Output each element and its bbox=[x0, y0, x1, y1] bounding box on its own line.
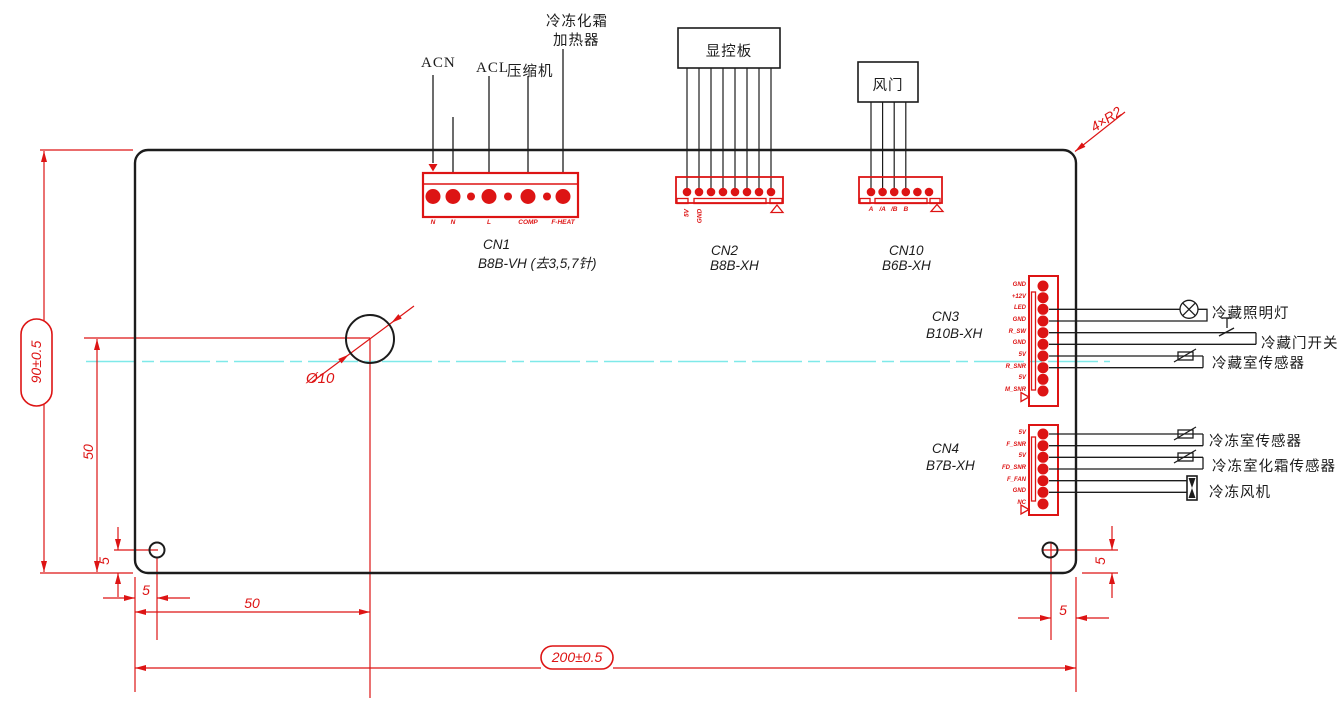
cn4-pin-label: F_FAN bbox=[1006, 476, 1026, 483]
cn1-pin-label: N bbox=[430, 219, 436, 226]
cn3-ref: CN3 bbox=[932, 309, 960, 324]
dimension-capsules bbox=[20, 318, 614, 670]
damper-box bbox=[857, 61, 919, 103]
cn10-key-mark bbox=[929, 203, 945, 213]
cn1-connector bbox=[421, 164, 580, 219]
cn3-pin-label: GND bbox=[1012, 340, 1026, 347]
cn2-part: B8B-XH bbox=[710, 258, 759, 273]
cn3-pin-label: GND bbox=[1012, 317, 1026, 323]
cn3-part: B10B-XH bbox=[926, 326, 983, 341]
cn3-pin-label: 5V bbox=[1018, 375, 1026, 382]
cn4-part: B7B-XH bbox=[926, 458, 975, 473]
cn10-ref: CN10 bbox=[889, 243, 924, 258]
cn4-wiring bbox=[1049, 426, 1204, 501]
freezer-fan-label: 冷冻风机 bbox=[1209, 485, 1271, 501]
cn10-pin-label: A bbox=[868, 206, 874, 213]
board-outline bbox=[133, 148, 1078, 575]
cn10-pin-label: /A bbox=[879, 206, 886, 213]
dim-hole-offset-x: 50 bbox=[244, 595, 260, 611]
cn3-pin-label: R_SW bbox=[1008, 328, 1026, 335]
cn3-pin-label: R_SNR bbox=[1005, 363, 1026, 370]
label-defrost-heater-line1: 冷冻化霜 bbox=[546, 14, 608, 30]
cn2-ref: CN2 bbox=[711, 243, 739, 258]
cn10-connector bbox=[858, 176, 945, 213]
cn4-pin-label: 5V bbox=[1018, 453, 1026, 460]
cn4-pin-label: GND bbox=[1012, 488, 1026, 495]
thermistor-icon bbox=[1173, 348, 1197, 363]
cn3-connector bbox=[1020, 275, 1059, 407]
cn1-pin-label: L bbox=[487, 219, 491, 226]
cn1-part: B8B-VH (去3,5,7针) bbox=[478, 256, 597, 271]
cn3-pin-label: +12V bbox=[1011, 293, 1026, 300]
dim-right-hole-x: 5 bbox=[1059, 602, 1067, 618]
dim-hole-offset-y: 50 bbox=[80, 444, 96, 460]
cn10-part: B6B-XH bbox=[882, 258, 931, 273]
cn3-wiring bbox=[1049, 299, 1257, 369]
dim-center-hole-dia: Ø10 bbox=[306, 370, 335, 387]
cn1-wires bbox=[432, 49, 564, 172]
cn1-pin-label: N bbox=[450, 219, 456, 226]
display-board-wires bbox=[677, 27, 781, 188]
door-switch-icon bbox=[1218, 317, 1235, 337]
cn2-pin-label: GND bbox=[696, 208, 704, 224]
cn4-pin-label: NC bbox=[1017, 500, 1026, 506]
display-board-label: 显控板 bbox=[705, 44, 753, 60]
cn4-pin-label: 5V bbox=[1018, 430, 1026, 436]
dim-left-hole-y: 5 bbox=[96, 557, 112, 565]
cn1-pin-label: F-HEAT bbox=[551, 219, 575, 226]
fridge-lamp-label: 冷藏照明灯 bbox=[1212, 306, 1290, 322]
freezer-defrost-sensor-label: 冷冻室化霜传感器 bbox=[1212, 459, 1336, 475]
cn1-ref: CN1 bbox=[483, 237, 511, 252]
cn3-key-mark bbox=[1020, 391, 1031, 403]
label-compressor: 压缩机 bbox=[507, 64, 554, 80]
cn4-key-mark bbox=[1020, 503, 1031, 516]
dim-board-height: 90±0.5 bbox=[28, 340, 44, 384]
dimension-arrowheads bbox=[41, 142, 1115, 671]
cn4-ref: CN4 bbox=[932, 441, 960, 456]
fan-icon bbox=[1186, 475, 1198, 501]
dim-left-hole-x: 5 bbox=[142, 582, 150, 598]
cn2-connector bbox=[675, 176, 785, 214]
freezer-sensor-label: 冷冻室传感器 bbox=[1209, 434, 1302, 450]
damper-wires bbox=[857, 61, 919, 188]
fridge-door-switch-label: 冷藏门开关 bbox=[1261, 336, 1339, 352]
cn3-pin-label: GND bbox=[1012, 282, 1026, 288]
dim-board-width: 200±0.5 bbox=[551, 649, 603, 665]
label-defrost-heater-line2: 加热器 bbox=[553, 33, 600, 49]
cn10-pin-label: B bbox=[903, 206, 909, 213]
cn2-key-mark bbox=[769, 203, 785, 214]
cn3-pin-label: LED bbox=[1014, 305, 1026, 312]
center-hole bbox=[345, 314, 395, 364]
cn2-pin-label: 5V bbox=[683, 209, 691, 217]
thermistor-icon bbox=[1173, 449, 1197, 464]
dimension-lines bbox=[40, 111, 1126, 698]
dim-right-hole-y: 5 bbox=[1092, 557, 1108, 565]
pin1-mark bbox=[428, 164, 438, 172]
cn1-pin-label: COMP bbox=[518, 219, 538, 226]
cn3-pin-label: M_SNR bbox=[1004, 387, 1026, 393]
cn4-pin-label: F_SNR bbox=[1006, 441, 1026, 448]
thermistor-icon bbox=[1173, 426, 1197, 441]
damper-label: 风门 bbox=[872, 78, 904, 94]
label-acl: ACL bbox=[476, 60, 509, 76]
cn4-connector bbox=[1020, 424, 1059, 516]
label-acn: ACN bbox=[421, 55, 456, 71]
cn3-pin-label: 5V bbox=[1018, 352, 1026, 358]
fridge-sensor-label: 冷藏室传感器 bbox=[1212, 356, 1305, 372]
display-board-box bbox=[677, 27, 781, 69]
cn10-pin-label: /B bbox=[890, 206, 898, 213]
cn4-pin-label: FD_SNR bbox=[1001, 465, 1026, 471]
